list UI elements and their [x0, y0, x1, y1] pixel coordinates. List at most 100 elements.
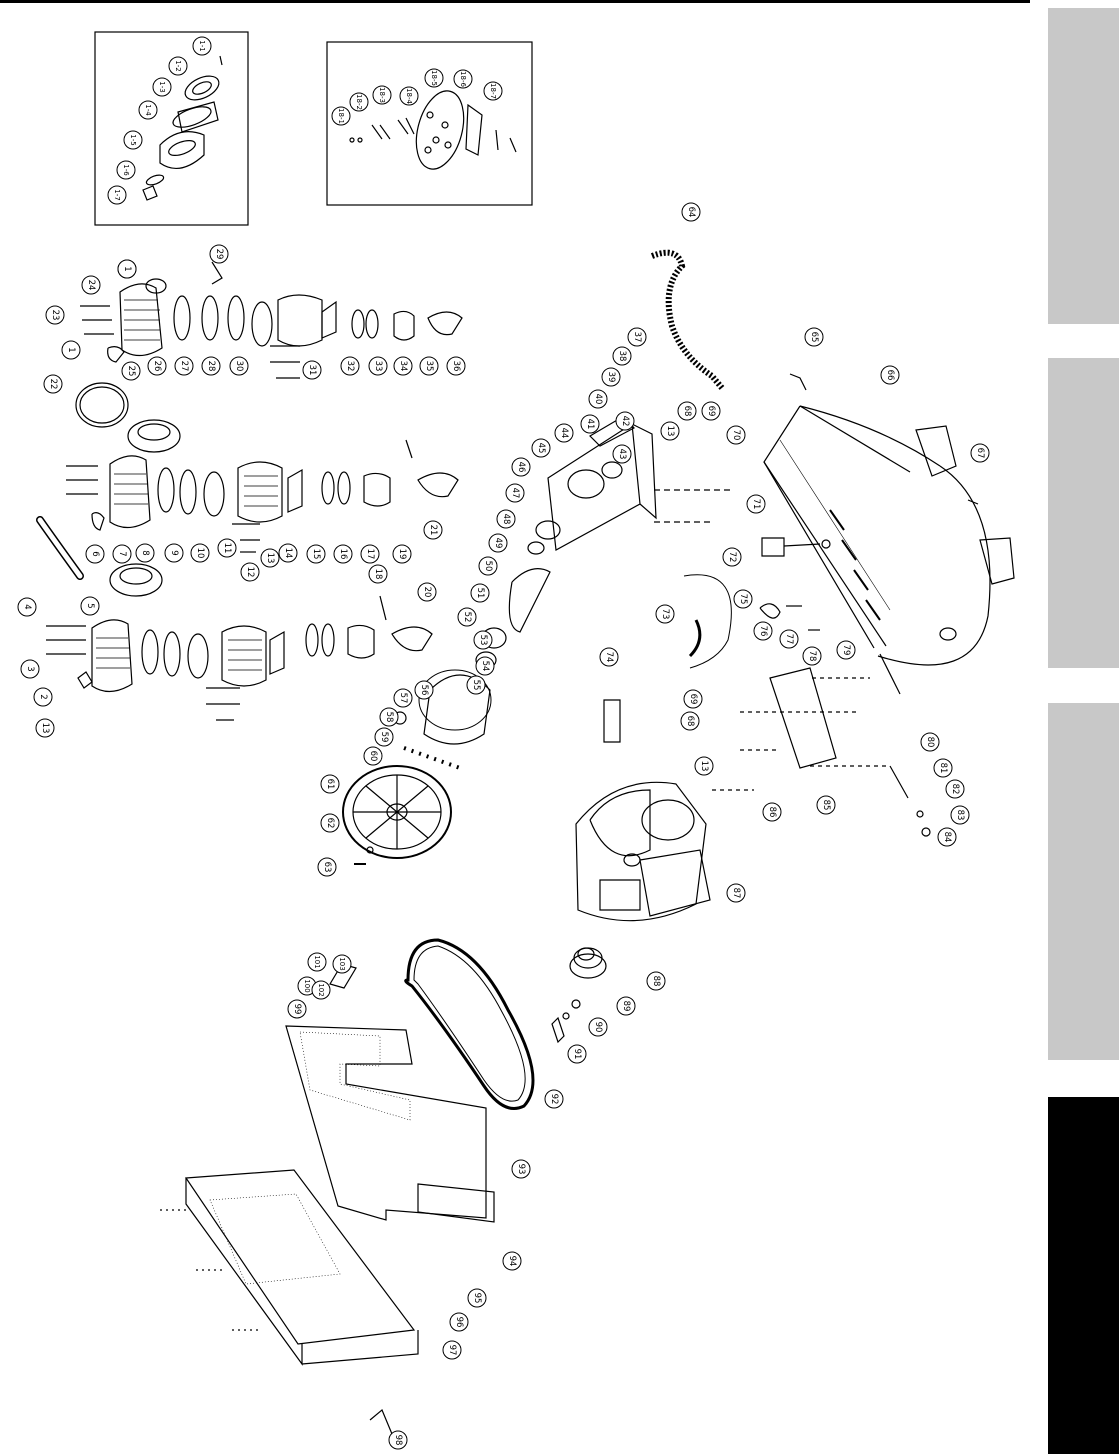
inset-b-callout-18-5-label: 18-5 [430, 70, 438, 86]
callout-24: 24 [81, 275, 101, 295]
pump-top-row [80, 261, 463, 379]
callout-97-label: 97 [447, 1345, 457, 1356]
callout-85-label: 85 [821, 800, 831, 811]
callout-68-label: 68 [682, 406, 692, 417]
callout-62-label: 62 [325, 818, 335, 829]
callout-repeat-1-label: 1 [122, 266, 132, 271]
callout-51-label: 51 [475, 588, 485, 599]
callout-32-label: 32 [345, 361, 355, 372]
callout-51: 51 [470, 583, 490, 603]
callout-73-label: 73 [660, 609, 670, 620]
callout-14-label: 14 [283, 548, 293, 559]
callout-76: 76 [753, 621, 773, 641]
section-tab-3[interactable] [1048, 703, 1119, 1060]
callout-repeat-13: 13 [660, 421, 680, 441]
callout-65: 65 [804, 327, 824, 347]
callout-8-label: 8 [140, 550, 150, 555]
callout-98: 98 [388, 1430, 408, 1450]
callout-layer: 1234567891011121314151617181920212223242… [17, 36, 990, 1450]
inset-a-callout-1-2: 1-2 [168, 56, 188, 76]
callout-44: 44 [554, 423, 574, 443]
callout-8: 8 [135, 543, 155, 563]
callout-87-label: 87 [731, 888, 741, 899]
callout-34: 34 [393, 356, 413, 376]
inset-b-callout-18-4-label: 18-4 [405, 88, 413, 104]
callout-74: 74 [599, 647, 619, 667]
callout-repeat-68: 68 [680, 711, 700, 731]
callout-93-label: 93 [516, 1164, 526, 1175]
inset-a-callout-1-1-label: 1-1 [198, 40, 206, 51]
callout-22-label: 22 [48, 379, 58, 390]
callout-72-label: 72 [727, 552, 737, 563]
callout-18-label: 18 [373, 569, 383, 580]
callout-53: 53 [473, 630, 493, 650]
inset-b-parts [349, 90, 517, 170]
callout-42: 42 [615, 411, 635, 431]
callout-62: 62 [320, 813, 340, 833]
inset-b-callout-18-7-label: 18-7 [489, 83, 497, 99]
inset-box-valve-plate [326, 41, 533, 206]
callout-13: 13 [260, 548, 280, 568]
callout-36: 36 [446, 356, 466, 376]
callout-82: 82 [945, 779, 965, 799]
callout-64-label: 64 [686, 207, 696, 218]
callout-43: 43 [612, 444, 632, 464]
section-tab-2[interactable] [1048, 358, 1119, 668]
inset-b-callout-18-1-label: 18-1 [337, 108, 345, 124]
callout-96: 96 [449, 1312, 469, 1332]
inset-b-callout-18-6: 18-6 [453, 69, 473, 89]
callout-78: 78 [802, 646, 822, 666]
pump-middle-row [36, 419, 459, 580]
inset-a-callout-1-6: 1-6 [116, 160, 136, 180]
callout-88-label: 88 [651, 976, 661, 987]
callout-repeat-13-label: 13 [699, 761, 709, 772]
section-tab-4-active[interactable] [1048, 1097, 1119, 1454]
callout-52: 52 [457, 607, 477, 627]
callout-56: 56 [414, 680, 434, 700]
inset-b-callout-18-2-label: 18-2 [355, 94, 363, 110]
callout-32: 32 [340, 356, 360, 376]
callout-11: 11 [217, 538, 237, 558]
callout-29: 29 [209, 244, 229, 264]
engine-pulley [551, 947, 607, 1044]
callout-6: 6 [85, 544, 105, 564]
callout-64: 64 [681, 202, 701, 222]
callout-76-label: 76 [758, 626, 768, 637]
callout-25: 25 [121, 361, 141, 381]
callout-102: 102 [311, 980, 331, 1000]
callout-30-label: 30 [234, 361, 244, 372]
callout-87: 87 [726, 883, 746, 903]
callout-55: 55 [466, 675, 486, 695]
callout-25-label: 25 [126, 366, 136, 377]
callout-34-label: 34 [398, 361, 408, 372]
callout-54-label: 54 [480, 661, 490, 672]
callout-81-label: 81 [938, 763, 948, 774]
callout-39-label: 39 [606, 372, 616, 383]
callout-94-label: 94 [507, 1256, 517, 1267]
callout-56-label: 56 [419, 685, 429, 696]
callout-33: 33 [368, 356, 388, 376]
callout-58-label: 58 [384, 712, 394, 723]
callout-103-label: 103 [338, 957, 346, 970]
callout-82-label: 82 [950, 784, 960, 795]
inset-a-callout-1-3-label: 1-3 [158, 81, 166, 92]
callout-39: 39 [601, 367, 621, 387]
callout-86-label: 86 [767, 807, 777, 818]
callout-57: 57 [393, 688, 413, 708]
callout-21: 21 [423, 520, 443, 540]
callout-103: 103 [332, 954, 352, 974]
inset-a-callout-1-7: 1-7 [107, 185, 127, 205]
callout-48-label: 48 [501, 514, 511, 525]
callout-33-label: 33 [373, 361, 383, 372]
inset-b-callout-18-5: 18-5 [424, 68, 444, 88]
callout-2: 2 [33, 687, 53, 707]
callout-18: 18 [368, 564, 388, 584]
callout-31-label: 31 [307, 365, 317, 376]
callout-repeat-13-label: 13 [665, 426, 675, 437]
callout-69: 69 [701, 401, 721, 421]
callout-20-label: 20 [422, 587, 432, 598]
callout-88: 88 [646, 971, 666, 991]
callout-16: 16 [333, 544, 353, 564]
section-tab-1[interactable] [1048, 8, 1119, 324]
